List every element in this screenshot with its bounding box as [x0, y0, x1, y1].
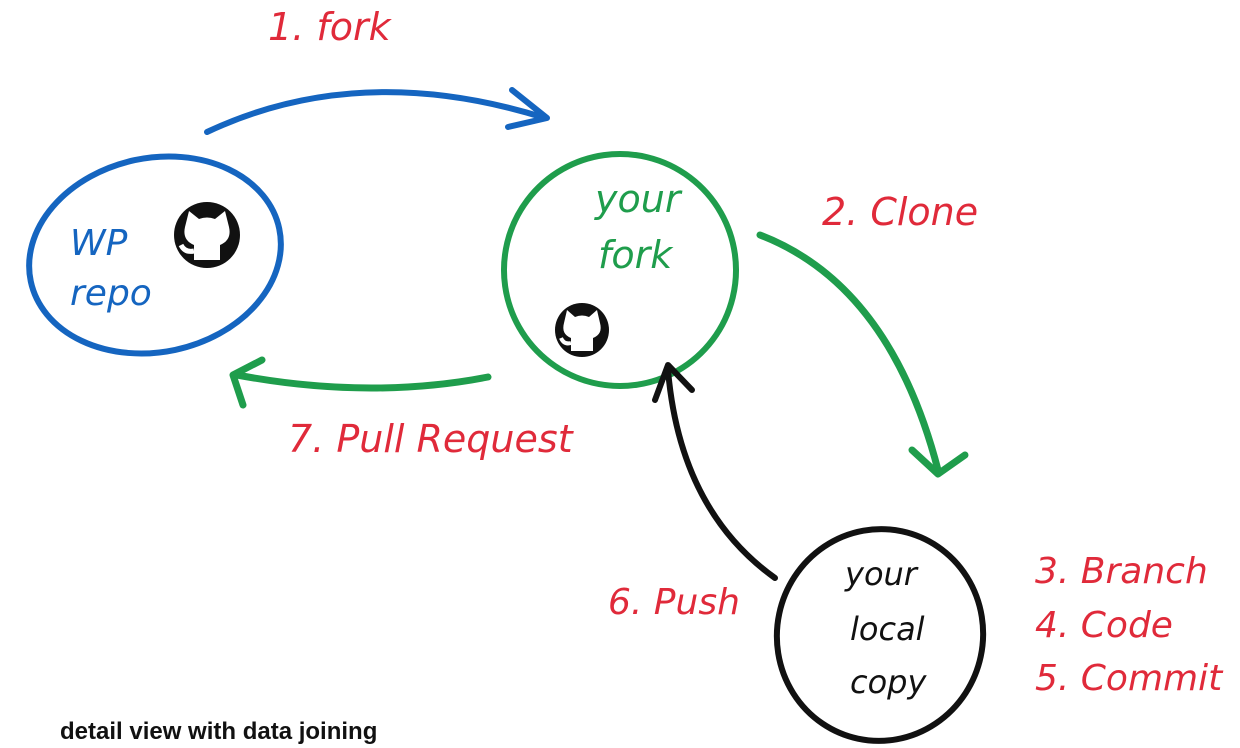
step-commit-label: 5. Commit: [1035, 658, 1224, 699]
local-copy-circle: [773, 526, 987, 744]
your-fork-circle: [501, 151, 739, 389]
your-fork-label-line1: your: [594, 177, 683, 221]
step-push-label: 6. Push: [608, 582, 740, 623]
push-arrow: [652, 362, 778, 581]
github-icon: [555, 303, 609, 357]
github-icon: [174, 202, 240, 268]
step-code-label: 4. Code: [1035, 605, 1173, 646]
local-copy-label-line2: local: [850, 610, 925, 648]
local-copy-label-line1: your: [844, 555, 919, 593]
pull-request-arrow: [229, 356, 492, 409]
step-branch-label: 3. Branch: [1035, 551, 1208, 592]
step-clone-label: 2. Clone: [822, 190, 978, 234]
wp-repo-label-line2: repo: [70, 273, 152, 314]
your-fork-node: your fork: [501, 151, 739, 389]
wp-repo-node: WP repo: [26, 153, 284, 357]
wp-repo-label-line1: WP: [70, 223, 128, 264]
fork-arrow: [204, 87, 550, 135]
wp-repo-circle: [26, 153, 284, 357]
caption-text: detail view with data joining: [60, 718, 378, 745]
clone-arrow: [756, 231, 969, 478]
your-fork-label-line2: fork: [598, 233, 674, 277]
local-copy-label-line3: copy: [850, 663, 927, 701]
local-copy-node: your local copy: [773, 526, 987, 744]
step-pull-request-label: 7. Pull Request: [288, 417, 575, 461]
step-fork-label: 1. fork: [268, 5, 393, 49]
